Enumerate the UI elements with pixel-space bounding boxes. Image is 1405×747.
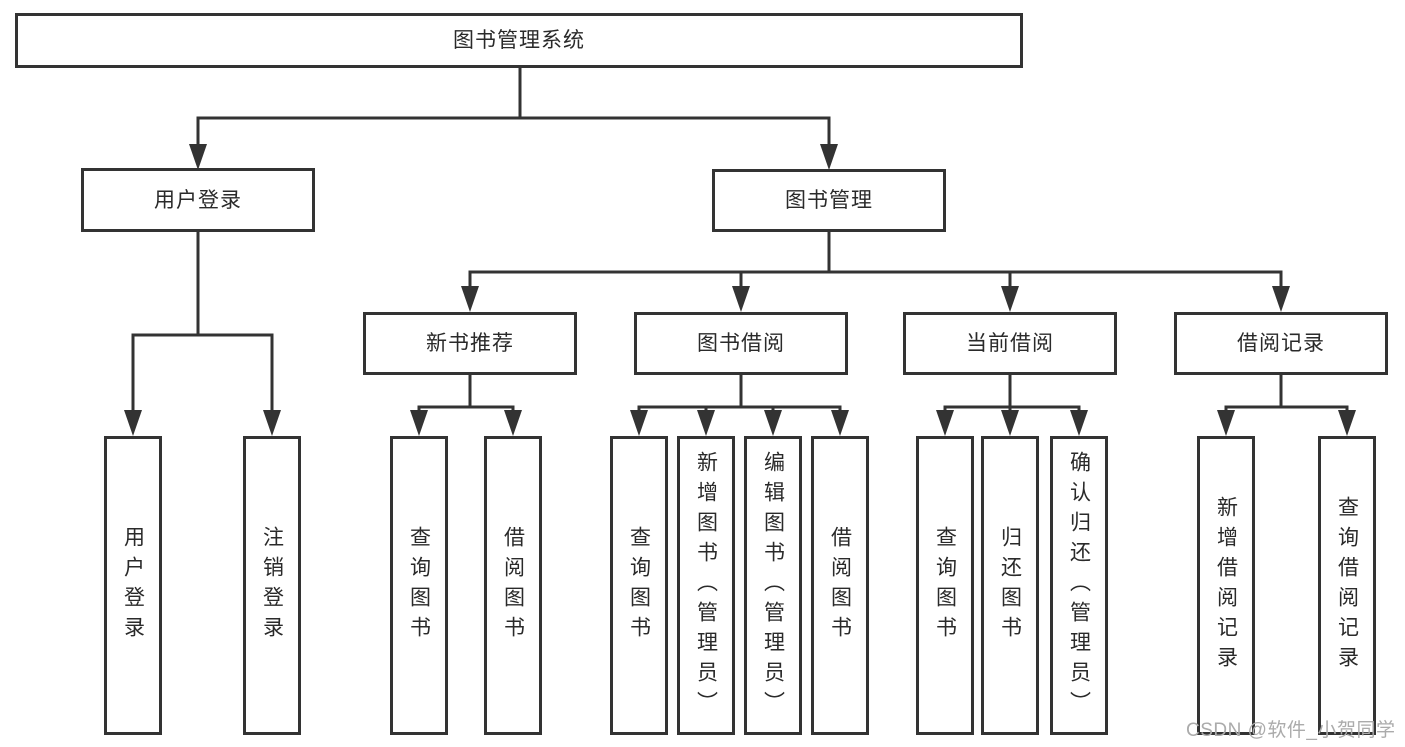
connector-user-login	[124, 232, 281, 436]
node-current-borrow: 当前借阅	[903, 312, 1117, 375]
leaf-query-borrow-record-label: 查询借阅记录	[1335, 495, 1359, 676]
leaf-borrow-books-1-label: 借阅图书	[501, 525, 525, 646]
leaf-query-books-1: 查询图书	[390, 436, 448, 735]
leaf-logout: 注销登录	[243, 436, 301, 735]
node-user-login: 用户登录	[81, 168, 315, 232]
leaf-query-books-2: 查询图书	[610, 436, 668, 735]
arrowhead	[732, 286, 750, 312]
leaf-borrow-books-2-label: 借阅图书	[828, 525, 852, 646]
connector-book-borrow	[630, 375, 849, 436]
leaf-query-books-2-label: 查询图书	[627, 525, 651, 646]
leaf-query-books-3-label: 查询图书	[933, 525, 957, 646]
arrowhead	[1001, 410, 1019, 436]
arrowhead	[630, 410, 648, 436]
arrowhead	[263, 410, 281, 436]
arrowhead	[1217, 410, 1235, 436]
leaf-return-books-label: 归还图书	[998, 525, 1022, 646]
leaf-logout-label: 注销登录	[260, 525, 284, 646]
node-new-book-recommend-label: 新书推荐	[426, 332, 514, 355]
arrowhead	[831, 410, 849, 436]
connector-borrow-records	[1217, 375, 1356, 436]
arrowhead	[410, 410, 428, 436]
arrowhead	[936, 410, 954, 436]
node-current-borrow-label: 当前借阅	[966, 332, 1054, 355]
leaf-return-books: 归还图书	[981, 436, 1039, 735]
leaf-borrow-books-2: 借阅图书	[811, 436, 869, 735]
node-root: 图书管理系统	[15, 13, 1023, 68]
connector-book-management	[461, 232, 1290, 312]
arrowhead	[124, 410, 142, 436]
arrowhead	[1070, 410, 1088, 436]
leaf-user-login-label: 用户登录	[121, 525, 145, 646]
node-new-book-recommend: 新书推荐	[363, 312, 577, 375]
arrowhead	[697, 410, 715, 436]
arrowhead	[504, 410, 522, 436]
node-book-management-label: 图书管理	[785, 189, 873, 212]
leaf-query-borrow-record: 查询借阅记录	[1318, 436, 1376, 735]
leaf-add-books-admin-label: 新增图书（管理员）	[694, 450, 718, 721]
leaf-add-borrow-record-label: 新增借阅记录	[1214, 495, 1238, 676]
leaf-edit-books-admin: 编辑图书（管理员）	[744, 436, 802, 735]
node-borrow-records: 借阅记录	[1174, 312, 1388, 375]
connector-current-borrow	[936, 375, 1088, 436]
node-borrow-records-label: 借阅记录	[1237, 332, 1325, 355]
arrowhead	[1001, 286, 1019, 312]
leaf-query-books-1-label: 查询图书	[407, 525, 431, 646]
arrowhead	[764, 410, 782, 436]
leaf-user-login: 用户登录	[104, 436, 162, 735]
connector-root	[189, 68, 838, 170]
leaf-add-books-admin: 新增图书（管理员）	[677, 436, 735, 735]
node-book-borrow-label: 图书借阅	[697, 332, 785, 355]
node-book-management: 图书管理	[712, 169, 946, 232]
watermark: CSDN @软件_小贺同学	[1186, 720, 1396, 741]
leaf-query-books-3: 查询图书	[916, 436, 974, 735]
node-root-label: 图书管理系统	[453, 29, 585, 52]
arrowhead	[820, 144, 838, 170]
connector-new-book-recommend	[410, 375, 522, 436]
leaf-confirm-return-admin-label: 确认归还（管理员）	[1067, 450, 1091, 721]
node-user-login-label: 用户登录	[154, 188, 242, 212]
leaf-edit-books-admin-label: 编辑图书（管理员）	[761, 450, 785, 721]
leaf-borrow-books-1: 借阅图书	[484, 436, 542, 735]
arrowhead	[461, 286, 479, 312]
arrowhead	[1338, 410, 1356, 436]
arrowhead	[189, 144, 207, 170]
node-book-borrow: 图书借阅	[634, 312, 848, 375]
leaf-add-borrow-record: 新增借阅记录	[1197, 436, 1255, 735]
leaf-confirm-return-admin: 确认归还（管理员）	[1050, 436, 1108, 735]
arrowhead	[1272, 286, 1290, 312]
